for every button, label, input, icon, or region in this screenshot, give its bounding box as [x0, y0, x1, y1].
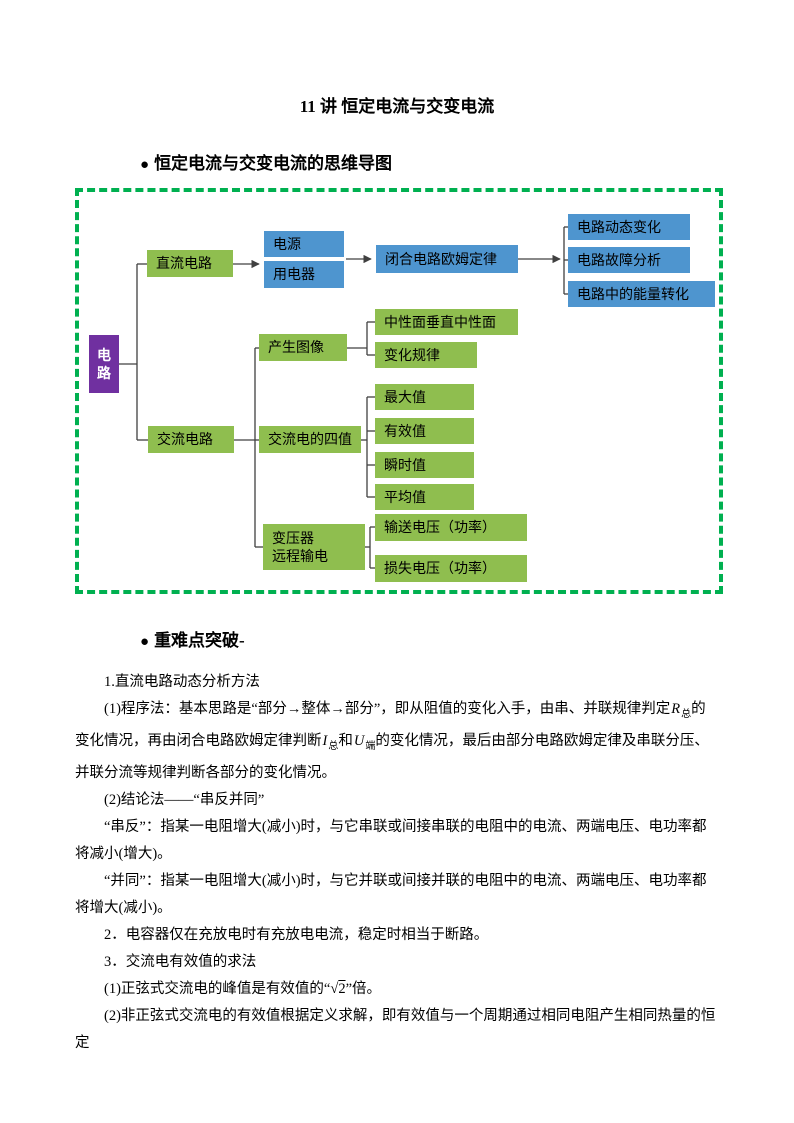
math-variable: I: [322, 732, 328, 749]
mindmap-node-loss-voltage: 损失电压（功率）: [375, 555, 527, 582]
mindmap-heading-text: 恒定电流与交变电流的思维导图: [154, 154, 393, 173]
paragraph: “串反”：指某一电阻增大(减小)时，与它串联或间接串联的电阻中的电流、两端电压、…: [75, 818, 707, 862]
mindmap-node-neutral-plane: 中性面垂直中性面: [375, 309, 518, 335]
mindmap-node-ohm-law: 闭合电路欧姆定律: [376, 245, 518, 273]
page-title: 11 讲 恒定电流与交变电流: [299, 97, 495, 116]
bullet-icon: ●: [140, 634, 150, 650]
mindmap-node-transmission-voltage: 输送电压（功率）: [375, 514, 527, 541]
paragraph: 2．电容器仅在充放电时有充放电电流，稳定时相当于断路。: [104, 926, 489, 943]
keypoints-heading-text: 重难点突破-: [154, 631, 245, 650]
mindmap-connectors: [119, 226, 568, 569]
mindmap-node-ac-circuit: 交流电路: [148, 426, 234, 453]
mindmap-node-effective-value: 有效值: [375, 418, 474, 444]
mindmap-node-power-source: 电源: [264, 231, 344, 257]
paragraph: “并同”：指某一电阻增大(减小)时，与它并联或间接并联的电阻中的电流、两端电压、…: [75, 872, 707, 916]
mindmap-node-dynamic-change: 电路动态变化: [568, 214, 690, 240]
mindmap-node-average-value: 平均值: [375, 484, 474, 510]
mindmap-canvas: 电 路 直流电路 电源 用电器 闭合电路欧姆定律 电路动态变化 电路故障分析 电…: [75, 188, 723, 594]
paragraph: (1)正弦式交流电的峰值是有效值的“√2”倍。: [104, 980, 381, 997]
mindmap-node-variation-law: 变化规律: [375, 342, 477, 368]
keypoints-section-heading: ●重难点突破-: [140, 626, 794, 651]
paragraph: (2)结论法——“串反并同”: [104, 791, 265, 808]
paragraph: (1)程序法：基本思路是“部分→整体→部分”，即从阻值的变化入手，由串、并联规律…: [75, 701, 709, 781]
keypoints-body: 1.直流电路动态分析方法 (1)程序法：基本思路是“部分→整体→部分”，即从阻值的…: [75, 669, 719, 1057]
paragraph: 1.直流电路动态分析方法: [104, 674, 260, 690]
math-variable: R: [671, 701, 681, 717]
mindmap-node-waveform-generation: 产生图像: [259, 334, 347, 361]
math-variable: U: [353, 732, 365, 749]
mindmap-node-fault-analysis: 电路故障分析: [568, 247, 690, 273]
mindmap-node-energy-conversion: 电路中的能量转化: [568, 281, 715, 307]
mindmap-node-circuit-root: 电 路: [89, 335, 119, 393]
mindmap-node-max-value: 最大值: [375, 384, 474, 410]
mindmap-node-four-values: 交流电的四值: [259, 426, 361, 453]
mindmap-section-heading: ●恒定电流与交变电流的思维导图: [140, 149, 794, 174]
mindmap-node-dc-circuit: 直流电路: [147, 250, 233, 277]
bullet-icon: ●: [140, 157, 150, 173]
mindmap-node-instant-value: 瞬时值: [375, 452, 474, 478]
mindmap-node-transformer: 变压器 远程输电: [263, 524, 365, 570]
paragraph: (2)非正弦式交流电的有效值根据定义求解，即有效值与一个周期通过相同电阻产生相同…: [75, 1007, 716, 1051]
sqrt-icon: √: [330, 980, 339, 997]
mindmap-node-appliance: 用电器: [264, 261, 344, 288]
paragraph: 3．交流电有效值的求法: [104, 953, 257, 970]
